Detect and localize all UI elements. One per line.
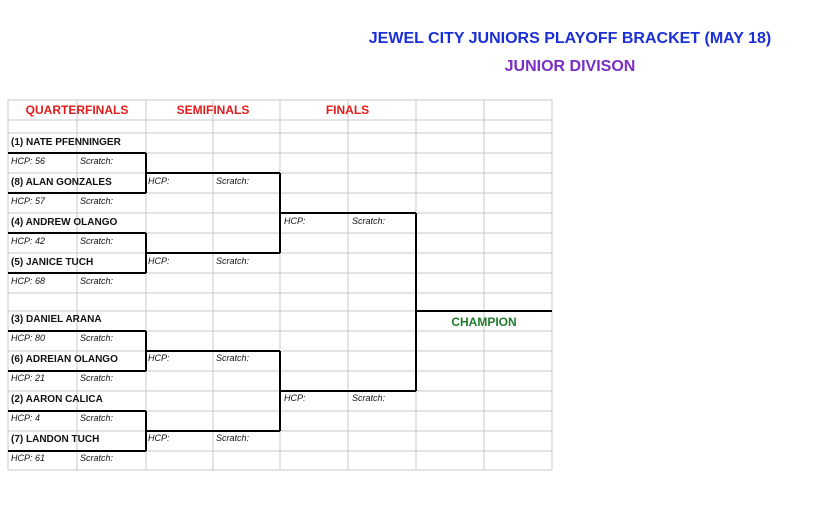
player-name: (6) ADREIAN OLANGO xyxy=(11,354,118,365)
player-hcp: HCP: 21 xyxy=(11,373,46,383)
scratch-label: Scratch: xyxy=(80,453,114,463)
player-hcp: HCP: 56 xyxy=(11,156,46,166)
player-hcp: HCP: 57 xyxy=(11,196,46,206)
player-hcp: HCP: 80 xyxy=(11,333,46,343)
final-scratch-label: Scratch: xyxy=(352,393,386,403)
page-title: JEWEL CITY JUNIORS PLAYOFF BRACKET (MAY … xyxy=(368,30,772,47)
scratch-label: Scratch: xyxy=(80,333,114,343)
player-name: (7) LANDON TUCH xyxy=(11,434,100,445)
player-hcp: HCP: 4 xyxy=(11,413,41,423)
scratch-label: Scratch: xyxy=(80,156,114,166)
player-hcp: HCP: 61 xyxy=(11,453,46,463)
division-subtitle: JUNIOR DIVISON xyxy=(504,58,636,75)
player-name: (3) DANIEL ARANA xyxy=(11,314,102,325)
player-name: (8) ALAN GONZALES xyxy=(11,177,112,188)
player-hcp: HCP: 68 xyxy=(11,276,46,286)
header-finals: FINALS xyxy=(325,103,370,117)
player-name: (5) JANICE TUCH xyxy=(11,257,94,268)
scratch-label: Scratch: xyxy=(80,236,114,246)
player-name: (4) ANDREW OLANGO xyxy=(11,217,118,228)
champion-label: CHAMPION xyxy=(451,315,517,329)
scratch-label: Scratch: xyxy=(80,373,114,383)
player-name: (1) NATE PFENNINGER xyxy=(11,137,121,148)
semifinal-scratch-label: Scratch: xyxy=(216,256,250,266)
semifinal-hcp-label: HCP: xyxy=(148,353,170,363)
final-hcp-label: HCP: xyxy=(284,216,306,226)
final-hcp-label: HCP: xyxy=(284,393,306,403)
semifinal-hcp-label: HCP: xyxy=(148,433,170,443)
scratch-label: Scratch: xyxy=(80,276,114,286)
semifinal-hcp-label: HCP: xyxy=(148,256,170,266)
semifinal-scratch-label: Scratch: xyxy=(216,353,250,363)
scratch-label: Scratch: xyxy=(80,413,114,423)
semifinal-scratch-label: Scratch: xyxy=(216,176,250,186)
scratch-label: Scratch: xyxy=(80,196,114,206)
header-semifinals: SEMIFINALS xyxy=(176,103,250,117)
player-hcp: HCP: 42 xyxy=(11,236,46,246)
player-name: (2) AARON CALICA xyxy=(11,394,103,405)
semifinal-hcp-label: HCP: xyxy=(148,176,170,186)
semifinal-scratch-label: Scratch: xyxy=(216,433,250,443)
header-quarterfinals: QUARTERFINALS xyxy=(25,103,129,117)
final-scratch-label: Scratch: xyxy=(352,216,386,226)
